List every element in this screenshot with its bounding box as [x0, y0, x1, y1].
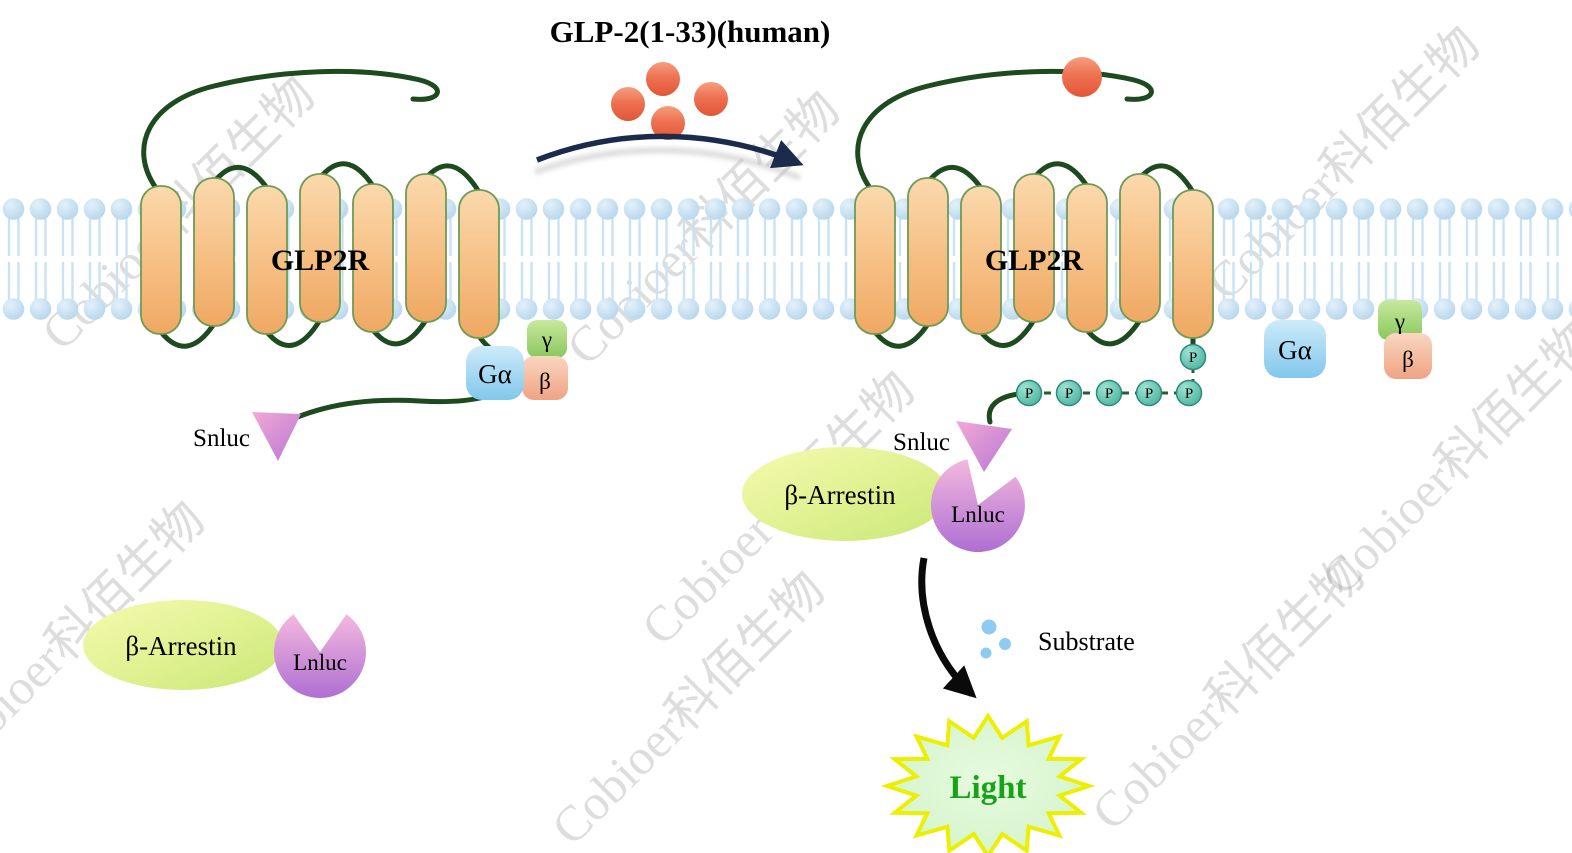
tm-helix: [405, 173, 447, 323]
g-alpha-label: Gα: [1278, 335, 1312, 365]
phosphate-label: P: [1189, 350, 1197, 366]
tm-helix: [907, 177, 949, 327]
left-g-protein: Gα γ β: [466, 320, 568, 400]
tm-helix: [1172, 189, 1214, 339]
snluc-label: Snluc: [893, 429, 950, 456]
tm-helix: [854, 185, 896, 335]
signal-arrow: [918, 557, 977, 699]
phosphate-label: P: [1025, 386, 1033, 402]
right-receptor: GLP2R: [854, 68, 1214, 353]
tm-helix: [1066, 183, 1108, 333]
g-gamma-subunit: [527, 320, 567, 358]
intracellular-loop: [978, 317, 1037, 348]
watermark-text: Cobioer科佰生物: [1081, 546, 1376, 841]
substrate-dot: [980, 647, 992, 659]
substrate-dot: [999, 638, 1011, 650]
tm-helix: [193, 177, 235, 327]
tail-to-snluc-link: [986, 391, 1021, 425]
phosphate-label: P: [1065, 386, 1073, 402]
phosphate-label: P: [1145, 386, 1153, 402]
phosphate-label: P: [1185, 386, 1193, 402]
g-alpha-label: Gα: [478, 359, 512, 389]
extracellular-loop: [925, 164, 984, 191]
phosphate-site: [1179, 343, 1207, 371]
phosphate-site: [1175, 379, 1203, 407]
ligand-molecule: [694, 82, 728, 116]
g-gamma-label: γ: [541, 327, 552, 352]
intracellular-loop: [158, 321, 217, 349]
phosphate-site: [1095, 379, 1123, 407]
g-alpha-subunit: [1264, 320, 1326, 378]
substrate-label: Substrate: [1038, 627, 1135, 656]
lnluc-label: Lnluc: [293, 650, 347, 675]
receptor-name: GLP2R: [985, 244, 1084, 277]
receptor-loops: [855, 68, 1196, 353]
snluc-fragment: [252, 412, 301, 461]
substrate-dot: [981, 619, 997, 635]
receptor-name: GLP2R: [271, 244, 370, 277]
tm-helix: [458, 189, 500, 339]
phosphate-site: [1055, 379, 1083, 407]
substrate: Substrate: [980, 619, 1135, 659]
ligand-molecule: [646, 62, 680, 96]
extracellular-loop: [423, 163, 482, 195]
arrow-shadow: [533, 147, 802, 181]
phosphorylated-tail: P P P P P P: [986, 343, 1207, 425]
lnluc-label: Lnluc: [951, 502, 1005, 527]
beta-arrestin: [83, 600, 283, 690]
ligand-molecule: [611, 87, 645, 121]
intracellular-loop: [1084, 317, 1143, 347]
extracellular-loop: [1137, 163, 1196, 195]
lnluc-fragment: [930, 459, 1025, 552]
extracellular-loop: [317, 161, 376, 189]
tm-helix: [1013, 173, 1055, 323]
phosphate-site: [1135, 379, 1163, 407]
n-terminus-loop: [855, 68, 1154, 191]
intracellular-loop: [872, 321, 931, 349]
activation-arrow: [536, 133, 804, 169]
g-beta-label: β: [1402, 347, 1414, 372]
tm-helix: [299, 173, 341, 323]
beta-arrestin-label: β-Arrestin: [125, 631, 237, 661]
ligand-title: GLP-2(1-33)(human): [550, 14, 831, 49]
right-arrestin-complex: β-Arrestin Lnluc Snluc: [742, 421, 1025, 552]
ligand-cluster: [611, 62, 728, 140]
phosphate-label: P: [1105, 386, 1113, 402]
g-beta-subunit: [1384, 333, 1432, 379]
light-label: Light: [949, 770, 1026, 806]
n-terminus-loop: [141, 68, 440, 191]
ligand-molecule: [651, 106, 685, 140]
extracellular-loop: [1031, 161, 1090, 189]
beta-arrestin-label: β-Arrestin: [784, 480, 896, 510]
light-output: Light: [880, 712, 1096, 853]
g-gamma-label: γ: [1394, 309, 1405, 334]
g-alpha-subunit: [466, 346, 524, 400]
g-beta-label: β: [539, 369, 551, 394]
tm-helix: [1119, 173, 1161, 323]
extracellular-loop: [211, 164, 270, 191]
beta-arrestin: [742, 447, 948, 541]
tm-helix: [352, 183, 394, 333]
snluc-fragment: [956, 421, 1012, 472]
left-receptor: GLP2R: [140, 68, 517, 424]
intracellular-loop: [370, 317, 429, 347]
lnluc-fragment: [274, 614, 366, 698]
g-beta-subunit: [522, 356, 568, 400]
snluc-label: Snluc: [193, 425, 250, 452]
bound-ligand-molecule: [1062, 57, 1102, 97]
g-gamma-subunit: [1378, 300, 1422, 340]
tm-helix: [246, 185, 288, 335]
light-burst: [880, 712, 1096, 853]
tm-helix: [960, 185, 1002, 335]
lipid-bilayer-membrane: [0, 196, 1572, 322]
watermark-text: Cobioer科佰生物: [1311, 311, 1572, 606]
phosphate-site: [1015, 379, 1043, 407]
left-arrestin-complex: β-Arrestin Lnluc: [83, 600, 366, 698]
right-g-protein: Gα γ β: [1264, 300, 1432, 379]
intracellular-loop: [264, 317, 323, 348]
tm-helix: [140, 185, 182, 335]
